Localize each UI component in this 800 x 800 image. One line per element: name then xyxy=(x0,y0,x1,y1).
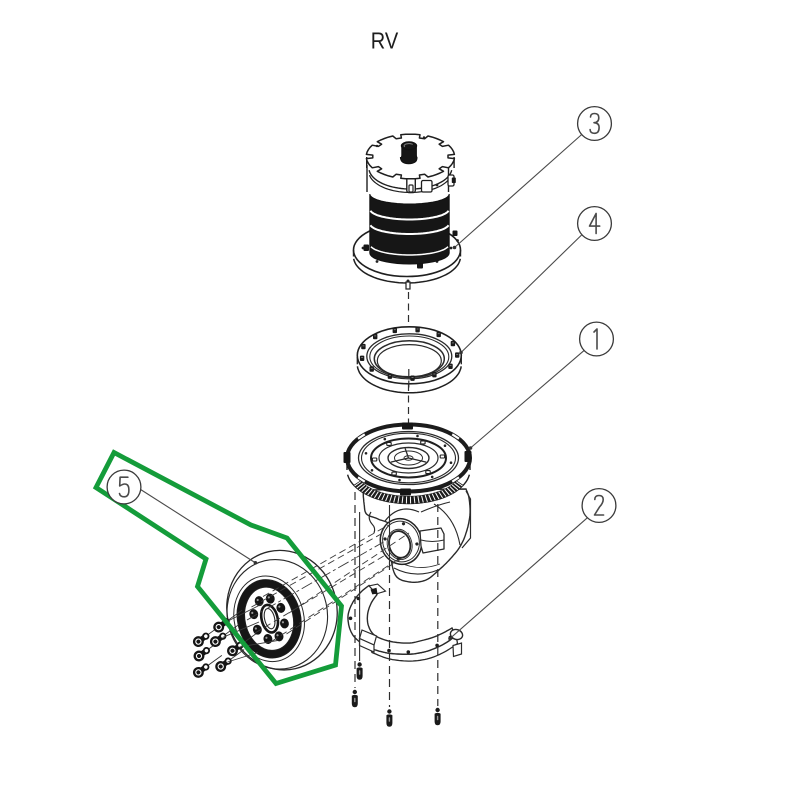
svg-text:RV: RV xyxy=(371,28,399,54)
